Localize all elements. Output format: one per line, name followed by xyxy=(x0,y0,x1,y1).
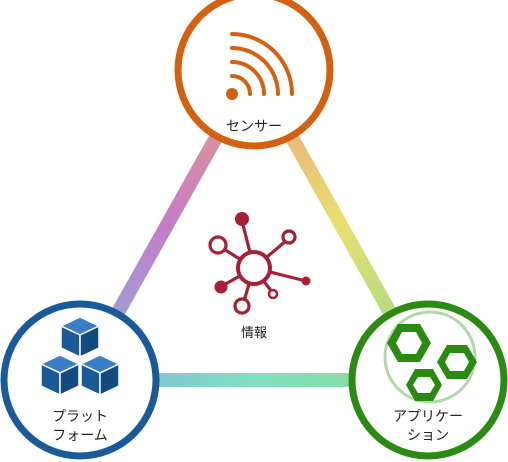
hex-nuts-icon xyxy=(383,310,477,404)
node-application: アプリケー ション xyxy=(348,300,508,460)
node-platform: プラット フォーム xyxy=(0,300,160,460)
node-sensor: センサー xyxy=(174,0,334,150)
node-application-label-line2: ション xyxy=(407,428,449,444)
node-platform-label-line2: フォーム xyxy=(52,428,108,444)
center-label: 情報 xyxy=(241,326,267,341)
node-sensor-label: センサー xyxy=(226,119,282,135)
wifi-signal-icon xyxy=(226,32,294,100)
node-application-label-line1: アプリケー xyxy=(393,409,463,425)
node-platform-label-line1: プラット xyxy=(52,409,108,425)
stacked-cubes-icon xyxy=(39,316,121,397)
network-hub-icon xyxy=(208,212,311,315)
